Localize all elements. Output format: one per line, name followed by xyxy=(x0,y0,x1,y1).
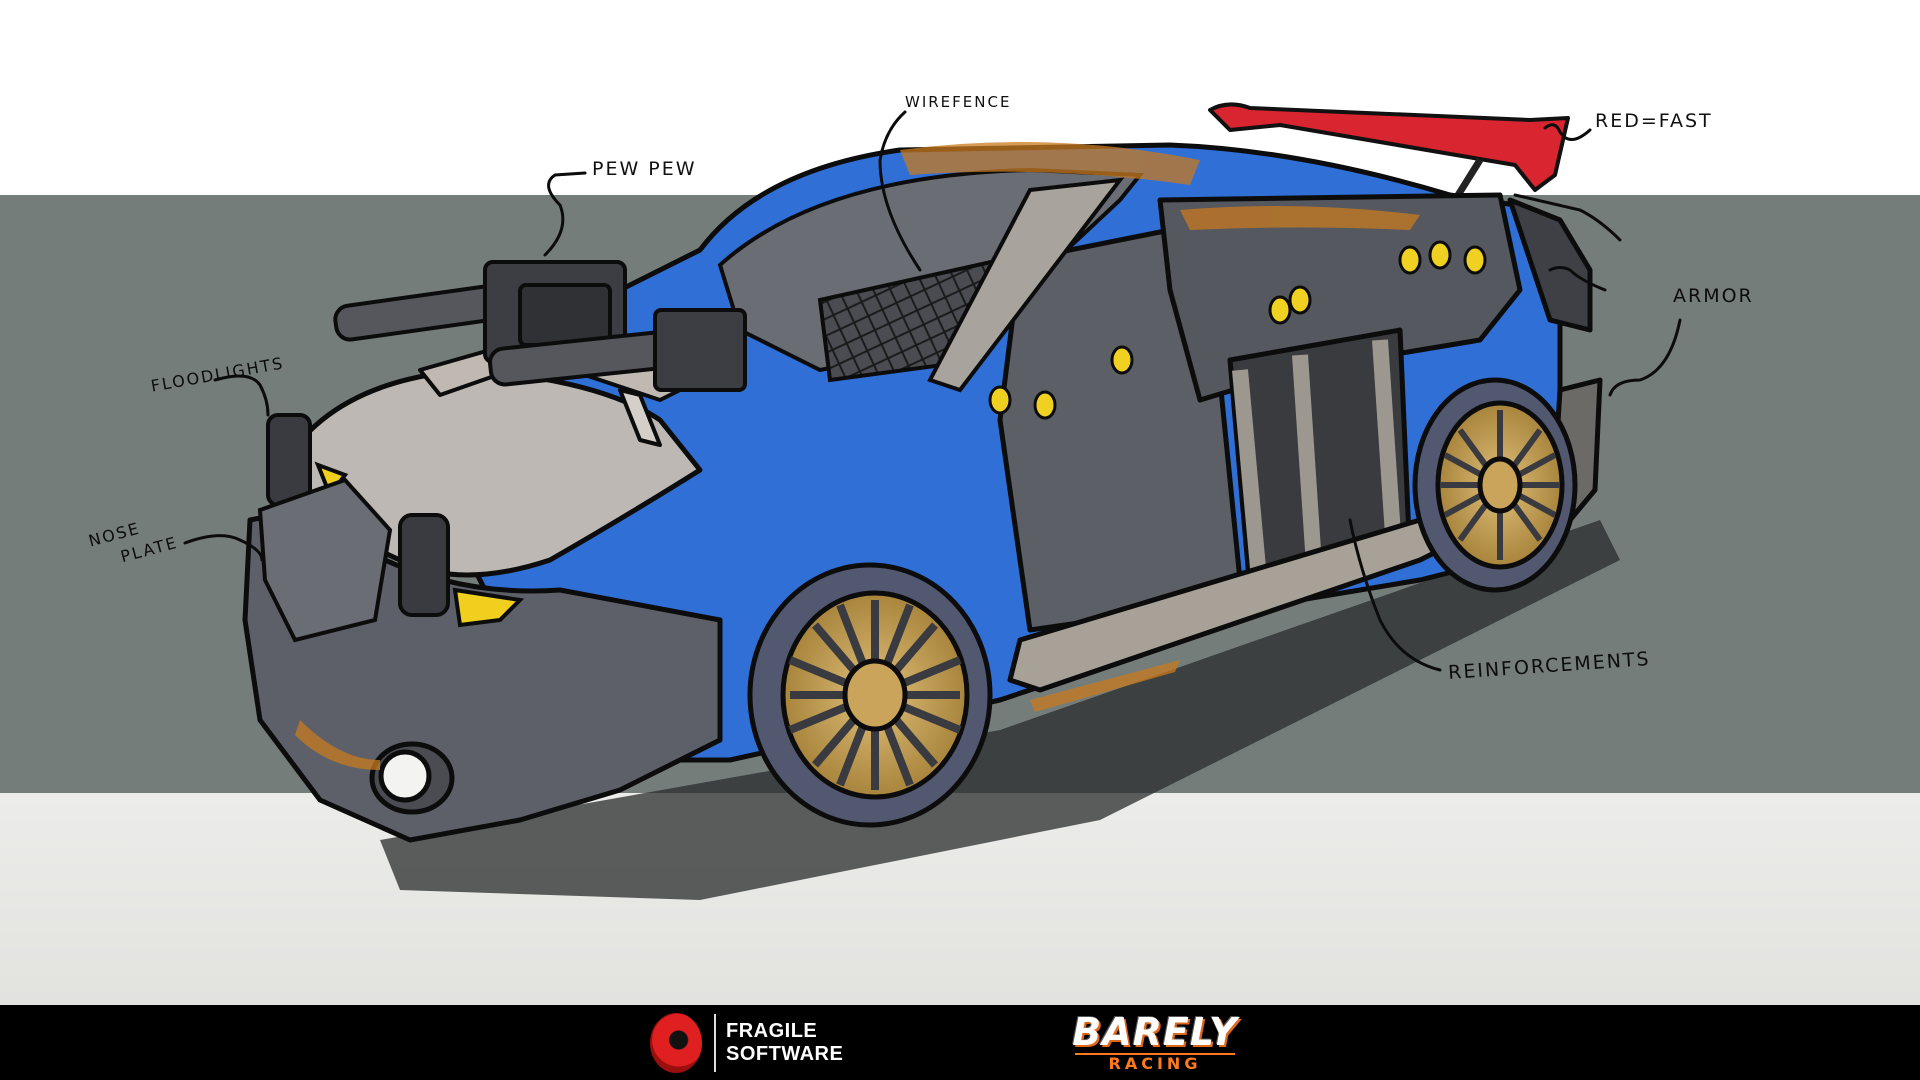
logo-divider xyxy=(714,1014,716,1072)
leader-armor-upper xyxy=(1513,193,1622,242)
leader-floodlights xyxy=(213,374,270,417)
footer-bar xyxy=(0,1005,1920,1080)
leader-armor-lower xyxy=(1608,318,1682,397)
fragile-software-logo: FRAGILE SOFTWARE xyxy=(650,1013,843,1073)
annotation-pew-pew: PEW PEW xyxy=(592,158,697,180)
fragile-line2: SOFTWARE xyxy=(726,1043,844,1065)
car-body xyxy=(242,142,1603,843)
ground-shadow xyxy=(380,520,1620,900)
racing-wordmark: RACING xyxy=(1075,1053,1235,1073)
fragile-line1: FRAGILE xyxy=(726,1020,818,1042)
leader-red-fast xyxy=(1543,123,1592,141)
annotation-armor: ARMOR xyxy=(1673,285,1754,307)
leader-reinforcements xyxy=(1348,518,1442,672)
leader-nose-plate xyxy=(183,534,264,562)
annotation-red-fast: RED=FAST xyxy=(1595,110,1713,132)
armor-bolts xyxy=(988,240,1487,420)
footer-logos: FRAGILE SOFTWARE BARELY RACING xyxy=(0,1005,1920,1080)
windshield-wirefence xyxy=(717,167,1145,393)
car-illustration xyxy=(183,102,1682,900)
leader-pew-pew xyxy=(543,171,587,257)
annotation-wirefence: WIREFENCE xyxy=(905,93,1012,111)
fragile-disc-icon xyxy=(650,1013,702,1073)
front-wheel xyxy=(747,562,993,828)
roof-guns xyxy=(333,260,747,447)
nose-plate xyxy=(257,477,393,643)
fragile-software-wordmark: FRAGILE SOFTWARE xyxy=(726,1020,843,1066)
annotation-leaders xyxy=(183,110,1682,672)
rear-wheel xyxy=(1412,377,1578,593)
barely-wordmark: BARELY xyxy=(1072,1010,1238,1054)
fog-light xyxy=(369,741,455,815)
barely-racing-logo: BARELY RACING xyxy=(1055,1011,1255,1075)
leader-wirefence xyxy=(878,110,922,272)
rust-weathering xyxy=(295,142,1420,770)
leader-armor-top xyxy=(1548,266,1607,292)
